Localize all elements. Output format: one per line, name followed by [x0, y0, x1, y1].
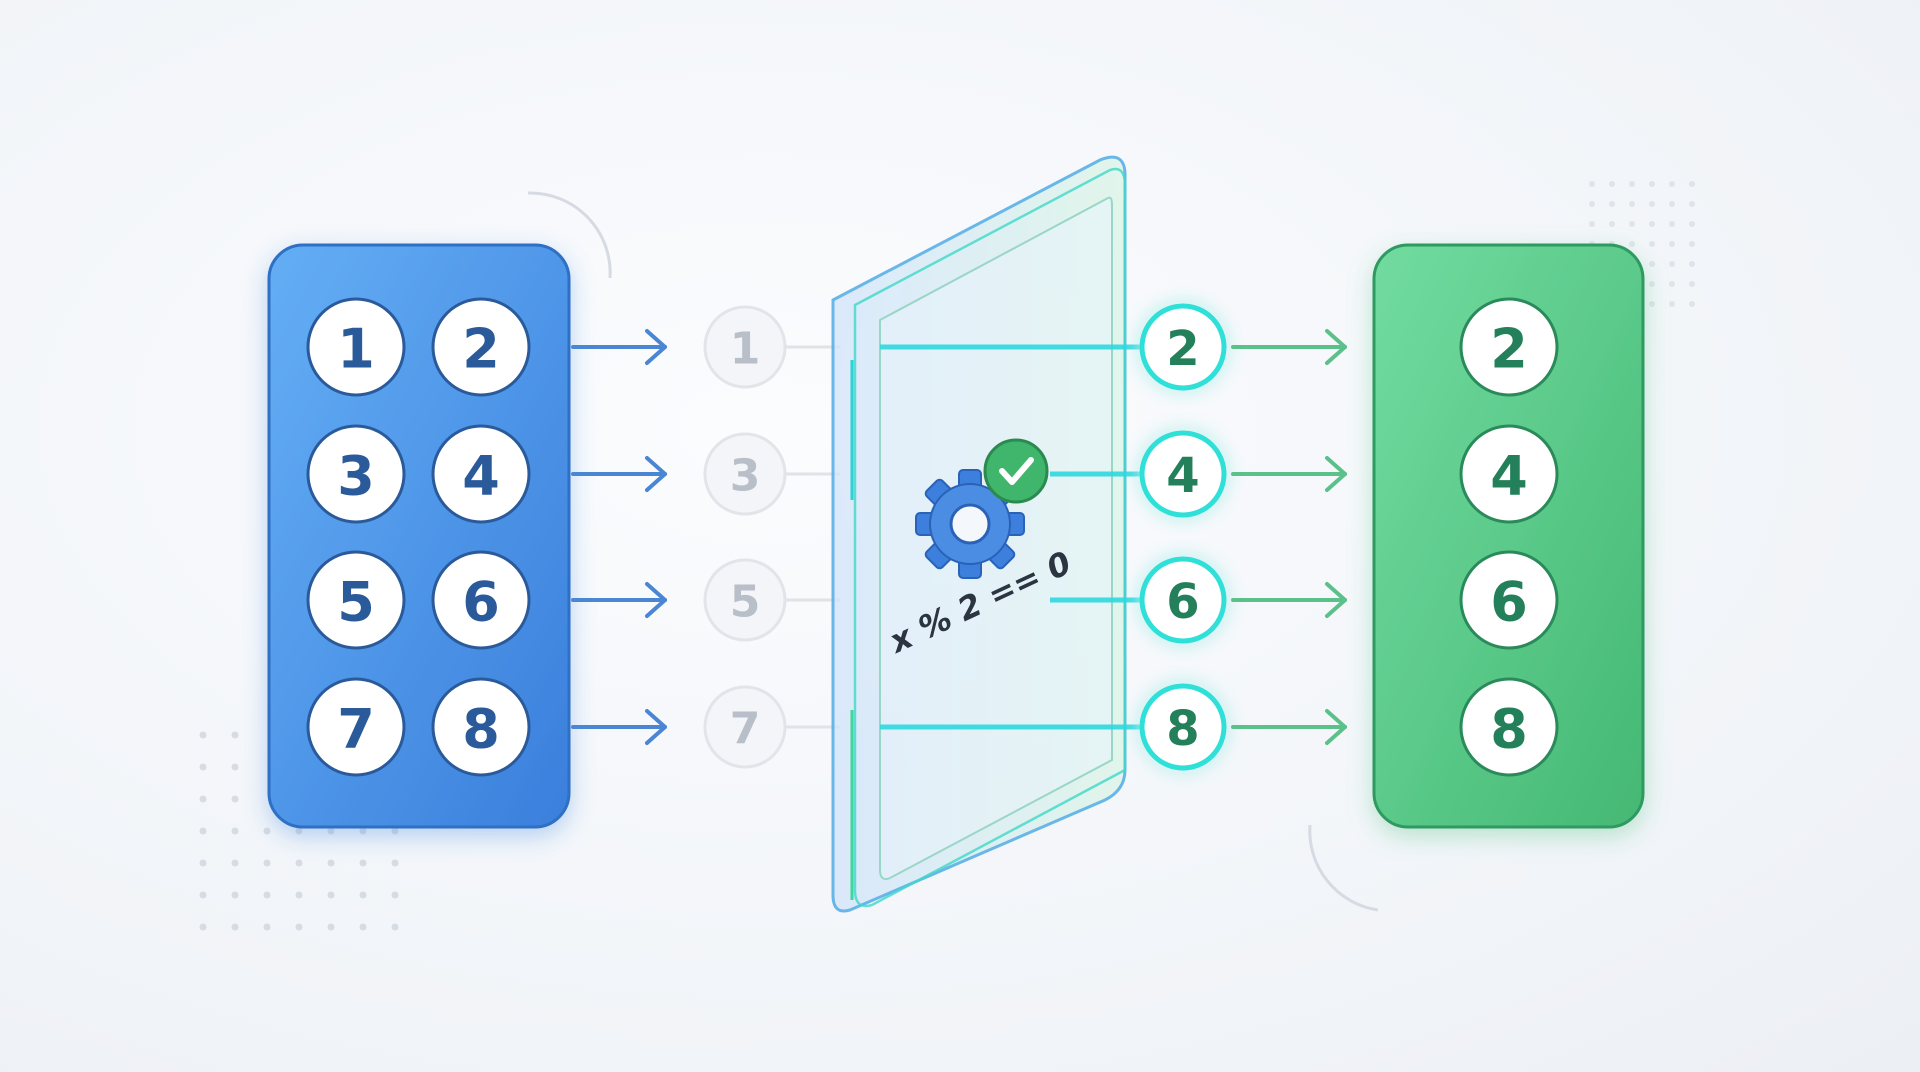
badge-number: 2	[1166, 321, 1199, 377]
badge-number: 4	[1166, 448, 1199, 504]
badge-circle	[306, 677, 406, 777]
check-icon	[983, 438, 1049, 504]
badge-circle	[703, 305, 787, 389]
decorative-arc	[1308, 824, 1379, 912]
badge-number: 5	[337, 571, 375, 634]
input-list-panel: 1 2 3 4 5 6 7 8	[267, 243, 571, 829]
badge-circle	[1459, 297, 1559, 397]
gear-icon	[915, 469, 1025, 579]
badge-circle	[1139, 556, 1227, 644]
number-badge: 5	[703, 558, 787, 642]
badge-circle	[431, 424, 531, 524]
badge-number: 2	[1490, 318, 1528, 381]
badge-circle	[431, 297, 531, 397]
number-badge: 3	[306, 424, 406, 524]
badge-circle	[1139, 683, 1227, 771]
arrow-icon	[1231, 582, 1347, 618]
badge-number: 5	[730, 577, 761, 628]
badge-number: 2	[462, 318, 500, 381]
number-badge: 6	[1139, 556, 1227, 644]
passed-values: 2 4 6 8	[1139, 303, 1227, 771]
badge-number: 6	[1166, 574, 1199, 630]
badge-number: 8	[1166, 701, 1199, 757]
badge-circle	[1139, 430, 1227, 518]
arrow-icon	[1231, 709, 1347, 745]
number-badge: 2	[431, 297, 531, 397]
number-badge: 5	[306, 550, 406, 650]
number-badge: 8	[1459, 677, 1559, 777]
number-badge: 2	[1459, 297, 1559, 397]
arrow-icon	[571, 709, 667, 745]
number-badge: 7	[306, 677, 406, 777]
badge-circle	[1139, 303, 1227, 391]
rejected-values: 1 3 5 7	[703, 305, 840, 769]
badge-circle	[703, 432, 787, 516]
arrow-icon	[571, 329, 667, 365]
badge-number: 3	[337, 445, 375, 508]
badge-number: 6	[1490, 571, 1528, 634]
arrow-icon	[571, 582, 667, 618]
badge-circle	[306, 297, 406, 397]
arrow-icon	[1231, 456, 1347, 492]
badge-number: 3	[730, 451, 761, 502]
badge-number: 7	[730, 704, 761, 755]
number-badge: 1	[703, 305, 787, 389]
badge-circle	[1459, 677, 1559, 777]
badge-number: 1	[730, 324, 761, 375]
badge-circle	[431, 550, 531, 650]
passing-lines	[880, 344, 1143, 730]
badge-circle	[306, 550, 406, 650]
number-badge: 7	[703, 685, 787, 769]
number-badge: 6	[431, 550, 531, 650]
badge-circle	[1459, 550, 1559, 650]
number-badge: 8	[1139, 683, 1227, 771]
badge-circle	[703, 685, 787, 769]
badge-number: 4	[462, 445, 500, 508]
number-badge: 4	[1459, 424, 1559, 524]
badge-number: 8	[1490, 698, 1528, 761]
arrow-icon	[571, 456, 667, 492]
badge-number: 6	[462, 571, 500, 634]
number-badge: 4	[1139, 430, 1227, 518]
badge-circle	[431, 677, 531, 777]
badge-number: 1	[337, 318, 375, 381]
output-list-panel: 2 4 6 8	[1372, 243, 1645, 829]
number-badge: 2	[1139, 303, 1227, 391]
decorative-arc	[527, 191, 612, 279]
number-badge: 8	[431, 677, 531, 777]
badge-circle	[1459, 424, 1559, 524]
badge-circle	[703, 558, 787, 642]
badge-number: 7	[337, 698, 375, 761]
output-arrows	[1231, 329, 1347, 745]
badge-number: 8	[462, 698, 500, 761]
badge-circle	[306, 424, 406, 524]
badge-number: 4	[1490, 445, 1528, 508]
input-arrows	[571, 329, 667, 745]
number-badge: 6	[1459, 550, 1559, 650]
number-badge: 4	[431, 424, 531, 524]
number-badge: 3	[703, 432, 787, 516]
arrow-icon	[1231, 329, 1347, 365]
number-badge: 1	[306, 297, 406, 397]
